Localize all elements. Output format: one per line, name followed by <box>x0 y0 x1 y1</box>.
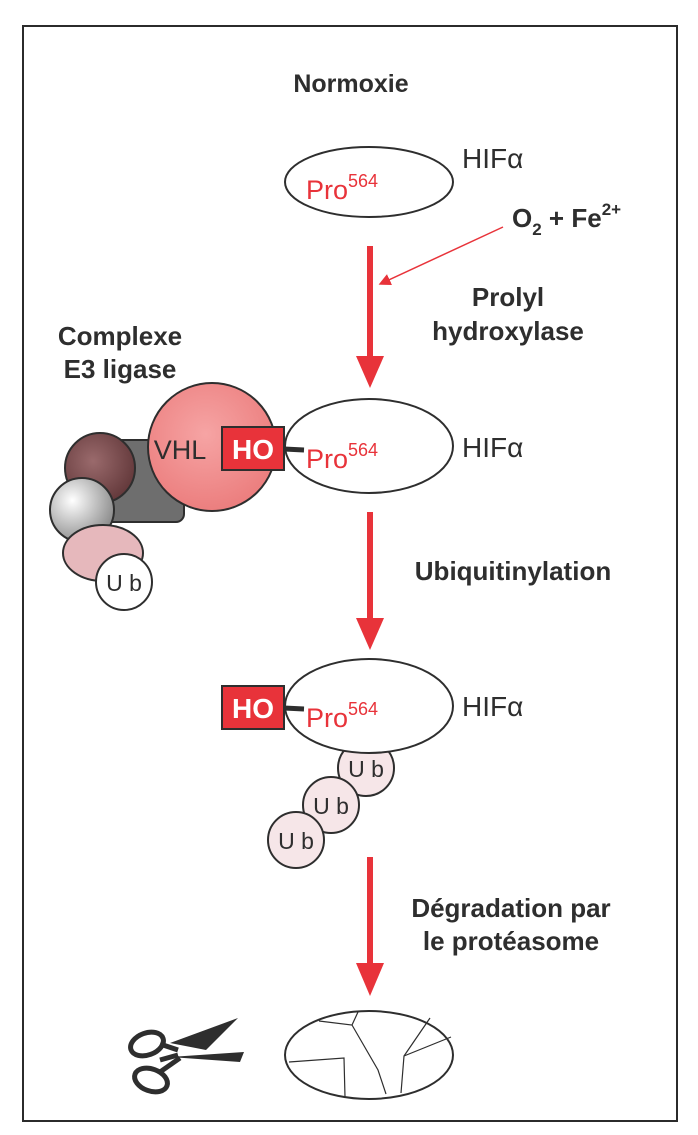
step-arrow-2-head <box>356 618 384 650</box>
cofactors-label: O2 + Fe2+ <box>512 200 621 239</box>
pro564-label-1: Pro564 <box>306 171 378 205</box>
ho-bond-3 <box>283 705 305 712</box>
hif-alpha-label-3: HIFα <box>462 691 523 722</box>
ubiquitin-3 <box>267 811 325 869</box>
ho-bond-2 <box>283 446 305 453</box>
step-label-proteasome: le protéasome <box>423 926 599 956</box>
ubiquitin-2 <box>302 776 360 834</box>
vhl-label: VHL <box>154 435 207 465</box>
ub-label-2: U b <box>313 793 349 819</box>
step-label-prolyl: Prolyl <box>472 282 544 312</box>
scissors-icon <box>128 1018 244 1095</box>
ubiquitin-complex <box>95 553 153 611</box>
ub-label-complex: U b <box>106 570 142 596</box>
proteasome-fragments-icon <box>284 1010 454 1100</box>
complex-label-line2: E3 ligase <box>64 354 177 384</box>
ho-label-3: HO <box>232 693 274 724</box>
step-label-hydroxylase: hydroxylase <box>432 316 584 346</box>
title-normoxie: Normoxie <box>293 70 408 98</box>
ho-label-2: HO <box>232 434 274 465</box>
ho-box-2 <box>221 426 285 471</box>
hif-alpha-label-1: HIFα <box>462 143 523 174</box>
step-arrow-1-head <box>356 356 384 388</box>
complex-label-line1: Complexe <box>58 321 182 351</box>
ho-box-3 <box>221 685 285 730</box>
step-label-degradation: Dégradation par <box>411 893 610 923</box>
hif-alpha-ellipse-1 <box>284 146 454 218</box>
ub-label-1: U b <box>348 756 384 782</box>
step-arrow-3-head <box>356 963 384 996</box>
hif-alpha-label-2: HIFα <box>462 432 523 463</box>
step-label-ubiquitinylation: Ubiquitinylation <box>415 556 611 586</box>
pro564-label-2: Pro564 <box>306 440 378 474</box>
pro564-label-3: Pro564 <box>306 699 378 733</box>
ub-label-3: U b <box>278 828 314 854</box>
cofactor-arrow <box>378 226 504 286</box>
